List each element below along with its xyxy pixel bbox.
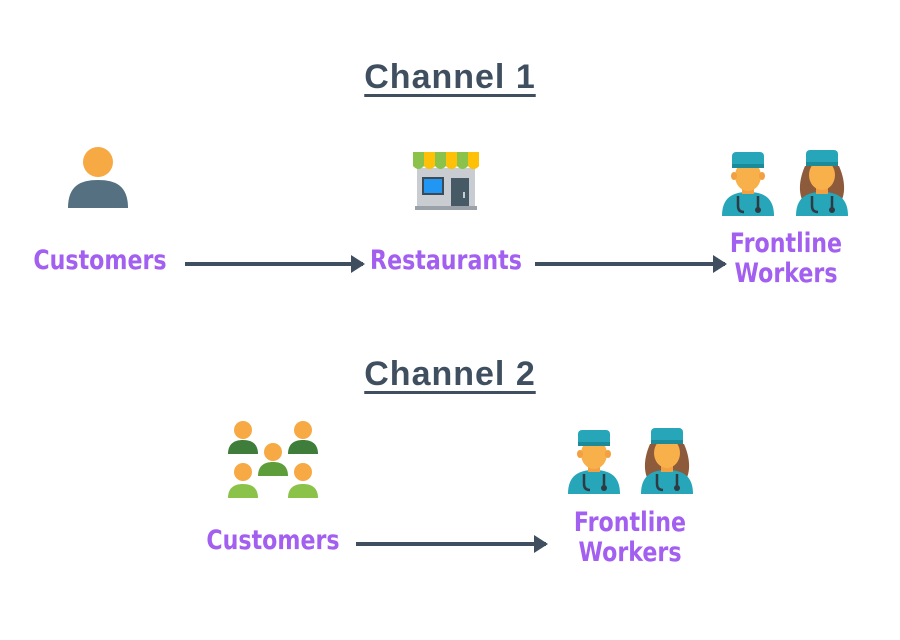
channel-1-title: Channel 1 xyxy=(364,58,536,96)
group-icon xyxy=(228,421,318,498)
male-doctor-icon xyxy=(568,430,620,494)
channel-1-workers-label-line-2: Workers xyxy=(734,258,838,289)
channel-2-customers-label: Customers xyxy=(206,525,340,556)
channel-2-title: Channel 2 xyxy=(364,355,536,393)
channel-2-arrow-customers-to-workers xyxy=(356,535,548,553)
channel-1-customers-label: Customers xyxy=(33,245,167,276)
store-icon xyxy=(413,152,479,210)
female-doctor-icon xyxy=(641,428,693,494)
channel-2-workers-label-line-1: Frontline xyxy=(573,507,687,538)
channel-1-arrow-restaurants-to-workers xyxy=(535,255,727,273)
channel-1-workers-label-line-1: Frontline xyxy=(729,228,843,259)
channel-1-arrow-customers-to-restaurants xyxy=(185,255,365,273)
person-icon xyxy=(68,147,128,208)
female-doctor-icon xyxy=(796,150,848,216)
channel-2-workers-label-line-2: Workers xyxy=(578,537,682,568)
channel-1-restaurants-label: Restaurants xyxy=(370,245,522,276)
male-doctor-icon xyxy=(722,152,774,216)
